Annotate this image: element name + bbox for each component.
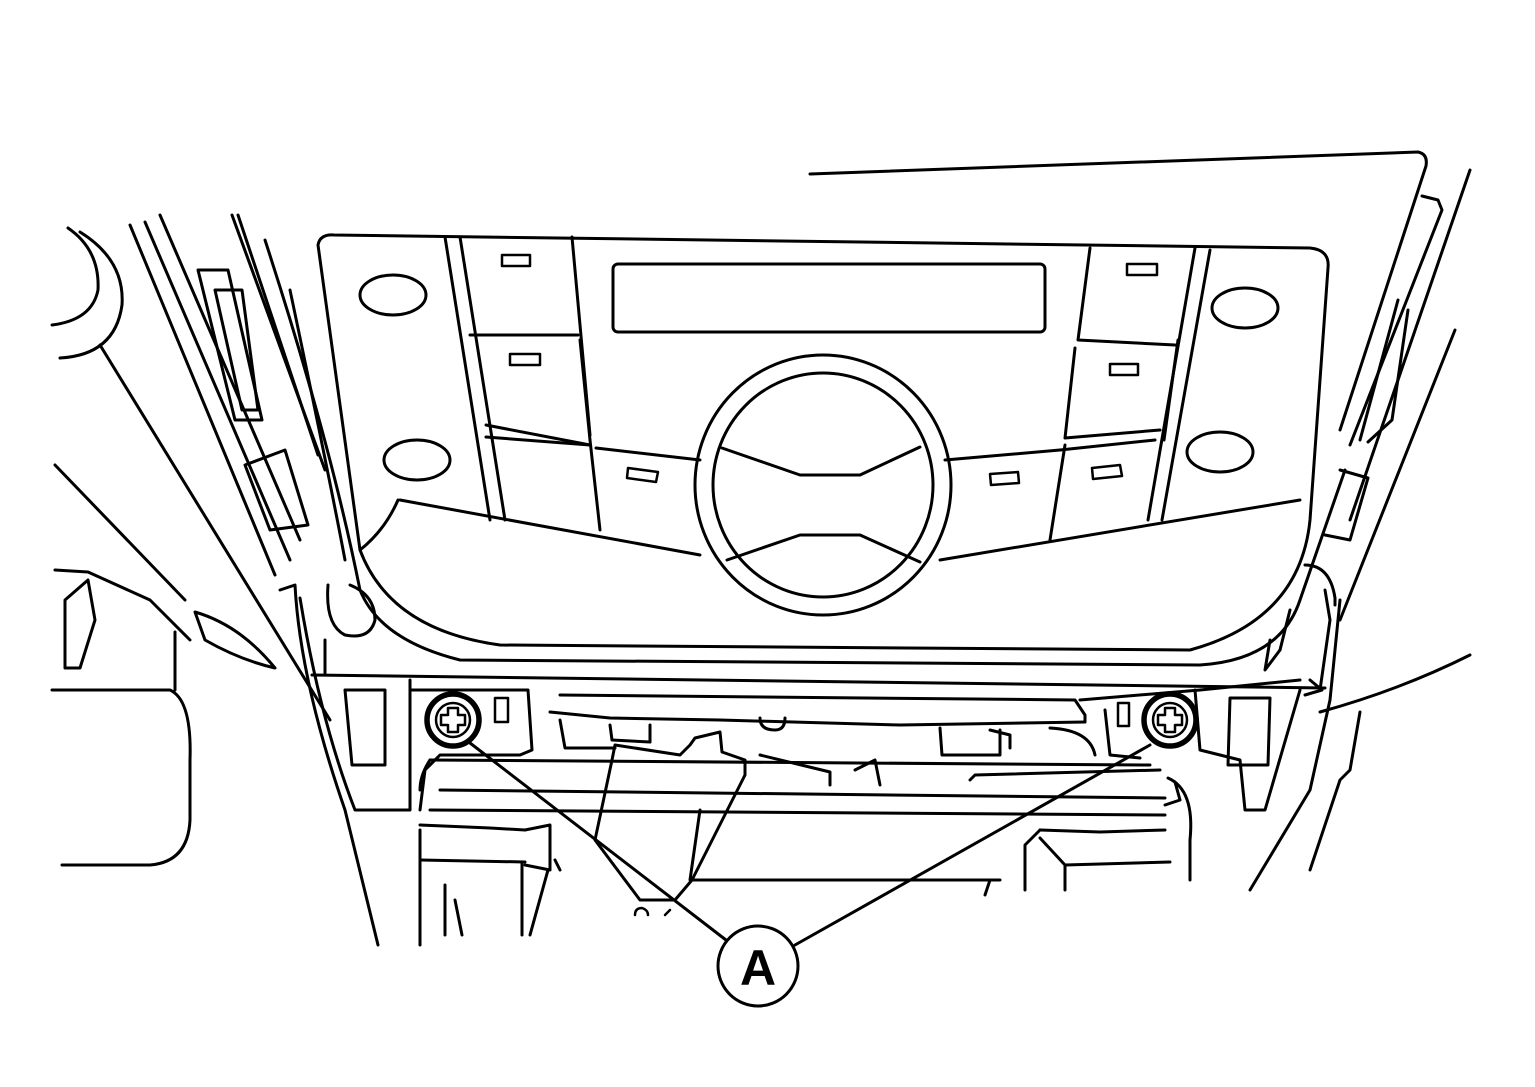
right-dashboard-section: [1248, 468, 1472, 892]
callout-leader-lines: [468, 741, 1152, 947]
dashboard-top-edge: [808, 150, 1472, 622]
screw: [424, 691, 482, 749]
phillips-screw-icon: [439, 706, 467, 734]
screw: [1141, 691, 1199, 749]
control-panel: [263, 233, 1347, 667]
callout-label: A: [740, 940, 776, 996]
callout-a: A: [716, 924, 800, 1008]
removal-tool: [593, 730, 747, 917]
left-dashboard-section: [50, 213, 332, 867]
lower-bracket: [278, 583, 1327, 947]
phillips-screw-icon: [1156, 706, 1184, 734]
